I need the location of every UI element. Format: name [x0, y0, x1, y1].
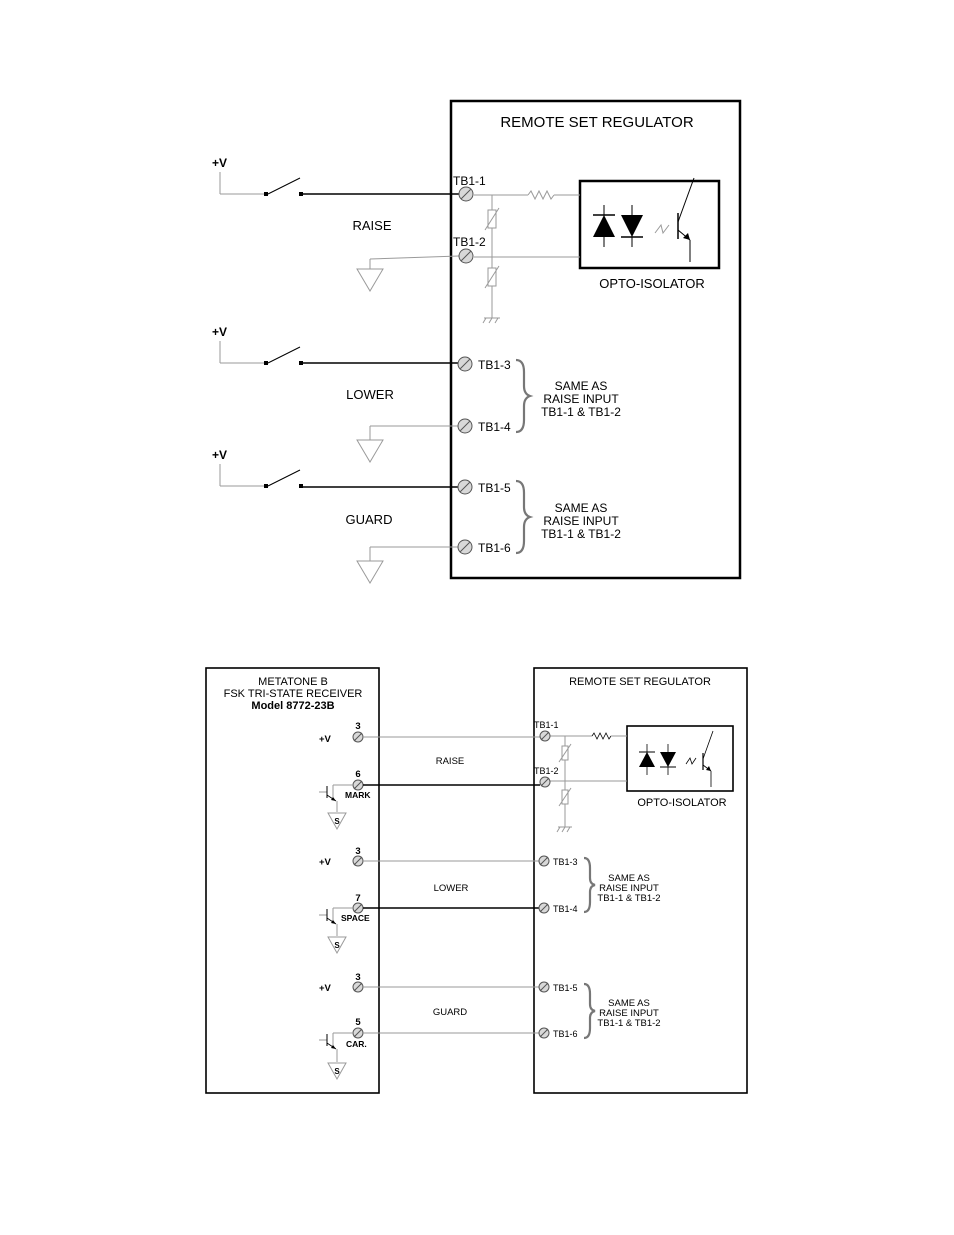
svg-text:SAME AS: SAME AS: [608, 998, 650, 1009]
top-switch-lower: [267, 346, 301, 364]
top-same-as-1: SAME AS RAISE INPUT TB1-1 & TB1-2: [541, 379, 621, 419]
top-resistor-icon: [527, 189, 555, 201]
terminal-label: TB1-1: [534, 720, 559, 730]
top-brace-1: [515, 358, 534, 434]
top-input-name: RAISE: [352, 218, 391, 233]
top-supply-label: +V: [212, 448, 227, 462]
svg-text:SAME AS: SAME AS: [555, 501, 608, 515]
bottom-light-icon: [685, 757, 697, 765]
terminal-label: TB1-2: [534, 766, 559, 776]
supply-label: +V: [319, 857, 332, 868]
ground-label: S: [334, 941, 340, 950]
top-brace-2: [515, 479, 534, 555]
top-terminal-label: TB1-3: [478, 358, 511, 372]
top-same-as-2: SAME AS RAISE INPUT TB1-1 & TB1-2: [541, 501, 621, 541]
signal-label: MARK: [345, 790, 371, 800]
top-terminal-label: TB1-6: [478, 541, 511, 555]
top-supply-label: +V: [212, 156, 227, 170]
signal-ground-icon: [327, 1062, 347, 1081]
pin-number: 3: [355, 721, 360, 732]
svg-text:SAME AS: SAME AS: [608, 873, 650, 884]
ground-label: S: [334, 817, 340, 826]
top-switch-guard: [267, 469, 301, 487]
top-regulator-box: [449, 99, 742, 580]
pin-number: 6: [355, 769, 360, 780]
top-light-icon: [654, 223, 670, 235]
top-raise-input: +V RAISE TB1-1 TB1-2: [212, 156, 486, 292]
top-lower-input: +V LOWER TB1-3 TB1-4: [212, 325, 511, 463]
bottom-resistor-icon: [591, 732, 612, 740]
bottom-brace-2: [583, 982, 596, 1040]
svg-text:RAISE INPUT: RAISE INPUT: [599, 1008, 659, 1019]
bottom-regulator-title: REMOTE SET REGULATOR: [569, 676, 711, 688]
receiver-title-1: METATONE B: [258, 676, 328, 688]
svg-text:RAISE INPUT: RAISE INPUT: [543, 514, 619, 528]
top-supply-label: +V: [212, 325, 227, 339]
bottom-guard-channel: 3 +V GUARD 5 CAR. S TB1-5 TB1-6: [319, 972, 578, 1081]
top-ground-raise: [356, 268, 384, 292]
top-switch-raise: [267, 177, 301, 195]
supply-label: +V: [319, 983, 332, 994]
pin-number: 3: [355, 846, 360, 857]
svg-text:TB1-1 & TB1-2: TB1-1 & TB1-2: [541, 527, 621, 541]
terminal-label: TB1-6: [553, 1029, 578, 1039]
bottom-opto-label: OPTO-ISOLATOR: [637, 797, 726, 809]
bottom-same-as-2: SAME AS RAISE INPUT TB1-1 & TB1-2: [597, 998, 660, 1029]
terminal-label: TB1-4: [553, 904, 578, 914]
bottom-raise-channel: 3 +V RAISE 6 MARK S TB1-1 TB1-2: [319, 720, 559, 831]
bottom-phototransistor-icon: [702, 730, 714, 787]
svg-text:TB1-1 & TB1-2: TB1-1 & TB1-2: [597, 1018, 660, 1029]
top-terminal-label: TB1-5: [478, 481, 511, 495]
receiver-box: [205, 667, 380, 1094]
top-ground-guard: [356, 560, 384, 584]
bottom-lower-channel: 3 +V LOWER 7 SPACE S TB1-3 TB1-4: [319, 846, 578, 955]
top-terminal-label: TB1-4: [478, 420, 511, 434]
signal-label: SPACE: [341, 913, 370, 923]
supply-label: +V: [319, 734, 332, 745]
svg-text:RAISE INPUT: RAISE INPUT: [543, 392, 619, 406]
top-opto-label: OPTO-ISOLATOR: [599, 276, 704, 291]
pin-number: 3: [355, 972, 360, 983]
receiver-title-2: FSK TRI-STATE RECEIVER: [224, 688, 363, 700]
top-regulator-title: REMOTE SET REGULATOR: [500, 114, 694, 131]
top-phototransistor-icon: [677, 177, 695, 262]
pin-number: 5: [355, 1017, 361, 1028]
signal-label: CAR.: [346, 1039, 367, 1049]
receiver-title-3: Model 8772-23B: [251, 700, 334, 712]
svg-text:RAISE INPUT: RAISE INPUT: [599, 883, 659, 894]
top-ground-lower: [356, 439, 384, 463]
top-opto-box: [578, 179, 721, 270]
terminal-label: TB1-5: [553, 983, 578, 993]
svg-text:TB1-1 & TB1-2: TB1-1 & TB1-2: [541, 405, 621, 419]
channel-name: GUARD: [433, 1007, 467, 1018]
channel-name: RAISE: [436, 756, 465, 767]
bottom-opto-box: [626, 725, 734, 792]
signal-ground-icon: [327, 812, 347, 831]
top-input-name: LOWER: [346, 387, 394, 402]
bottom-regulator-box: [533, 667, 748, 1094]
ground-label: S: [334, 1067, 340, 1076]
top-input-name: GUARD: [346, 512, 393, 527]
pin-number: 7: [355, 893, 360, 904]
signal-ground-icon: [327, 936, 347, 955]
bottom-same-as-1: SAME AS RAISE INPUT TB1-1 & TB1-2: [597, 873, 660, 904]
svg-text:SAME AS: SAME AS: [555, 379, 608, 393]
top-terminal-label: TB1-2: [453, 235, 486, 249]
channel-name: LOWER: [434, 883, 469, 894]
bottom-brace-1: [583, 856, 596, 914]
terminal-label: TB1-3: [553, 857, 578, 867]
top-terminal-label: TB1-1: [453, 174, 486, 188]
top-guard-input: +V GUARD TB1-5 TB1-6: [212, 448, 511, 584]
svg-text:TB1-1 & TB1-2: TB1-1 & TB1-2: [597, 893, 660, 904]
